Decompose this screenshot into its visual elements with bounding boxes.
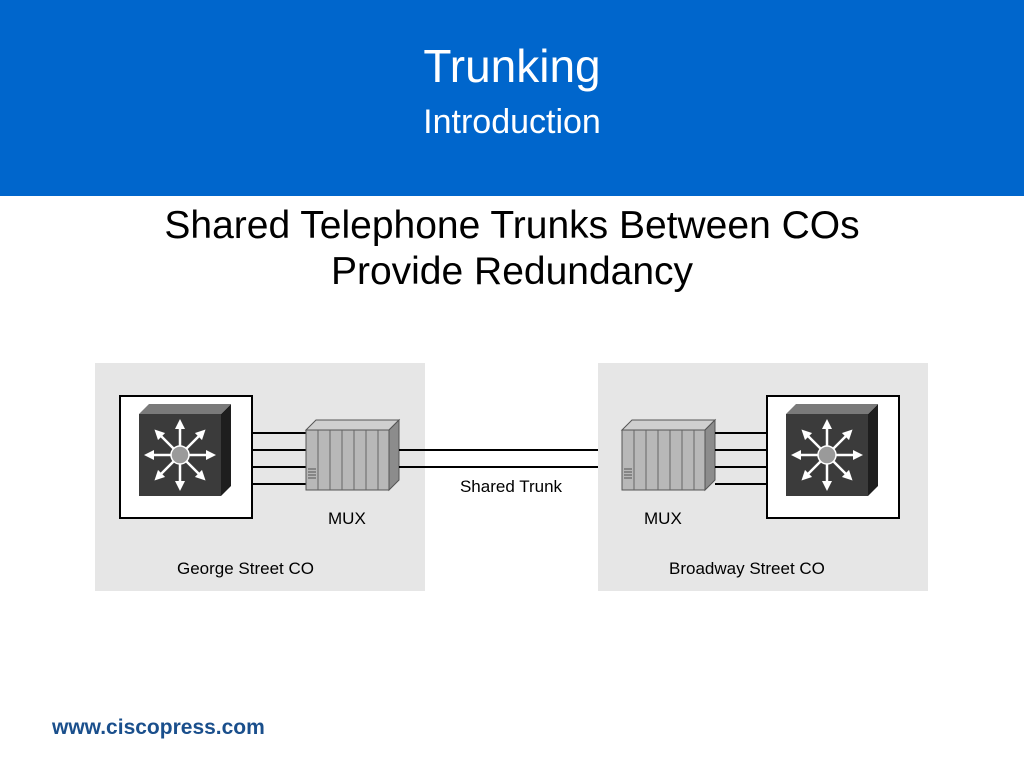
multiplexer-icon [304, 418, 401, 492]
multiplexer-icon [620, 418, 717, 492]
slide-heading-line-1: Shared Telephone Trunks Between COs [164, 204, 860, 247]
left-central-office: MUX George Street CO [95, 363, 425, 591]
left-office-label: George Street CO [177, 559, 314, 578]
left-mux-label: MUX [328, 509, 366, 528]
shared-trunk-label: Shared Trunk [460, 477, 563, 496]
slide-subtitle: Introduction [423, 103, 601, 141]
right-mux-label: MUX [644, 509, 682, 528]
header-banner: Trunking Introduction [0, 0, 1024, 196]
right-office-label: Broadway Street CO [669, 559, 825, 578]
trunk-diagram: MUX George Street CO Shared Trunk [90, 358, 960, 598]
slide-title: Trunking [423, 40, 601, 92]
footer-url: www.ciscopress.com [52, 716, 265, 739]
slide-heading: Shared Telephone Trunks Between COs Prov… [0, 203, 1024, 295]
right-central-office: MUX Broadway Street CO [598, 363, 928, 591]
slide-heading-line-2: Provide Redundancy [330, 250, 694, 293]
shared-trunk: Shared Trunk [399, 449, 616, 496]
telephone-switch-icon [786, 404, 878, 496]
right-connection-lines [715, 432, 767, 485]
telephone-switch-icon [139, 404, 231, 496]
left-connection-lines [252, 432, 306, 485]
